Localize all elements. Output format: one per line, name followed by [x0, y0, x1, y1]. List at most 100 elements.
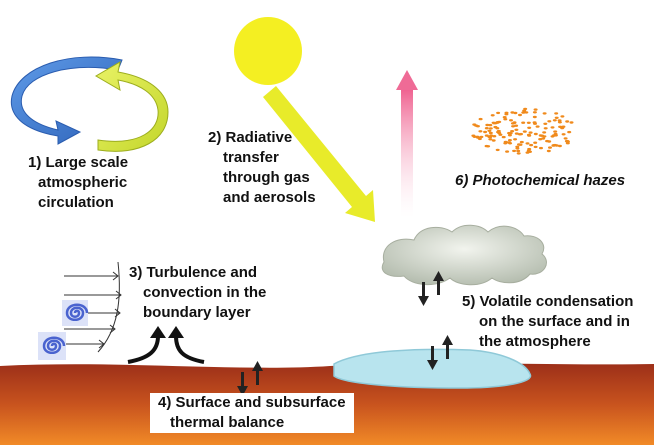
haze-particle [512, 121, 517, 124]
haze-particle [550, 126, 555, 129]
haze-particle [517, 143, 521, 146]
haze-particle [532, 111, 537, 114]
haze-particle [488, 127, 493, 130]
haze-particle [472, 123, 477, 126]
label-volatile-line: 5) Volatile condensation [462, 293, 634, 310]
label-radiative-line: transfer [223, 149, 279, 166]
label-volatile-line: the atmosphere [479, 333, 591, 350]
haze-particle [488, 138, 493, 141]
haze-particle [488, 131, 493, 135]
haze-particle [558, 125, 563, 128]
haze-particle [552, 119, 557, 122]
radiation-ray-icon [263, 86, 375, 222]
haze-particle [510, 111, 515, 114]
label-radiative-line: and aerosols [223, 189, 316, 206]
haze-particle [567, 130, 572, 134]
haze-particle [507, 139, 512, 142]
label-volatile-condensation: 5) Volatile condensation on the surface … [462, 292, 633, 352]
escape-arrow-icon [396, 70, 418, 218]
haze-particle [553, 132, 558, 136]
haze-particle [509, 119, 513, 122]
haze-particle [483, 130, 488, 134]
haze-particle [551, 144, 556, 147]
haze-particle [491, 121, 496, 125]
label-volatile-line: on the surface and in [479, 313, 630, 330]
haze-particle [560, 115, 565, 118]
haze-particle [521, 111, 526, 114]
haze-particle [524, 111, 529, 114]
haze-particle [492, 135, 497, 138]
haze-particle [511, 125, 516, 128]
sun-icon [234, 17, 302, 85]
haze-particle [563, 137, 568, 140]
haze-particle [542, 112, 547, 115]
haze-particle [533, 141, 538, 144]
haze-particle [510, 130, 515, 133]
haze-particle [478, 130, 483, 133]
haze-particle [507, 134, 512, 137]
haze-particle [484, 134, 489, 137]
haze-particle [479, 135, 484, 139]
haze-particle [497, 120, 502, 124]
haze-particle [569, 121, 574, 124]
label-turbulence-line: 3) Turbulence and [129, 264, 258, 281]
haze-particle [527, 147, 532, 151]
haze-particle [503, 142, 508, 145]
haze-particle [501, 135, 506, 139]
label-thermal-balance: 4) Surface and subsurface thermal balanc… [150, 393, 354, 433]
haze-particle [506, 141, 511, 144]
haze-particle [518, 113, 522, 117]
label-thermal-line: thermal balance [170, 414, 285, 431]
haze-particle [545, 139, 550, 143]
haze-particle [487, 129, 492, 132]
haze-particle [533, 108, 538, 111]
haze-particle [533, 145, 538, 149]
haze-particle [565, 142, 570, 145]
haze-particle [513, 138, 518, 141]
haze-particle [486, 145, 491, 148]
haze-particle [565, 139, 570, 143]
haze-particle [553, 130, 558, 133]
haze-particle [528, 131, 533, 134]
haze-particle [543, 122, 548, 126]
cloud-icon [381, 224, 547, 286]
label-radiative-line: 2) Radiative [208, 129, 293, 146]
haze-particle [484, 127, 489, 130]
haze-particle [542, 135, 547, 138]
haze-particle [526, 133, 531, 137]
label-circulation-line: 1) Large scale [28, 154, 129, 171]
label-turbulence-line: convection in the [143, 284, 267, 301]
haze-particle [478, 117, 483, 121]
label-circulation-line: circulation [38, 194, 114, 211]
haze-particle [554, 116, 559, 120]
label-turbulence-line: boundary layer [143, 304, 251, 321]
haze-particle [533, 132, 538, 136]
convection-arrows-icon [127, 326, 205, 364]
haze-particle [519, 140, 524, 144]
haze-particle [513, 111, 518, 115]
haze-particle [523, 107, 528, 111]
label-thermal-line: 4) Surface and subsurface [158, 394, 346, 411]
haze-particle [526, 121, 531, 125]
haze-particle [495, 127, 500, 130]
circulation-arrows-icon [10, 56, 169, 152]
haze-particle [557, 119, 562, 122]
haze-particle [538, 138, 543, 141]
label-circulation: 1) Large scale atmospheric circulation [28, 153, 128, 213]
haze-particle [532, 115, 537, 119]
haze-particle [488, 123, 493, 127]
haze-particle [547, 120, 552, 123]
haze-particle [489, 134, 494, 137]
haze-particle [529, 143, 534, 147]
label-radiative-transfer: 2) Radiative transfer through gas and ae… [208, 128, 316, 208]
haze-particle [543, 127, 548, 130]
haze-particle [538, 134, 543, 137]
haze-particle [546, 149, 551, 153]
wind-profile-icon [64, 261, 122, 353]
haze-particle [516, 152, 521, 155]
haze-particle [514, 132, 519, 135]
haze-particle [476, 136, 480, 139]
haze-particle [539, 146, 543, 150]
haze-particle [565, 120, 570, 123]
